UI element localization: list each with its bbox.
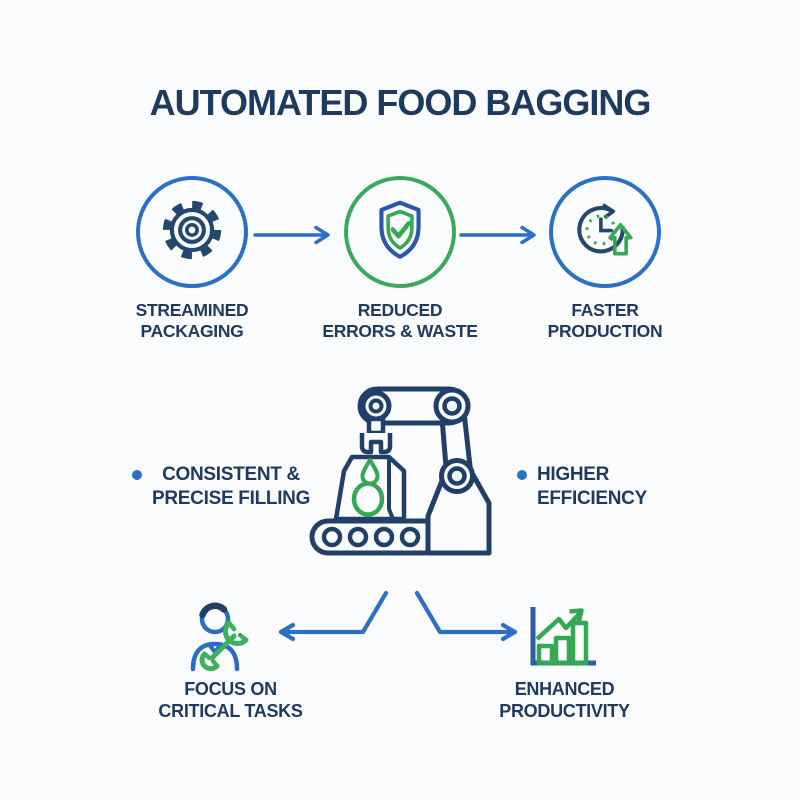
step-circle xyxy=(344,176,456,288)
robot-arm-bagging-icon xyxy=(300,383,500,563)
arrow-right-icon xyxy=(458,222,542,253)
benefit-higher-efficiency: HIGHER EFFICIENCY xyxy=(517,463,647,511)
benefit-label: HIGHER EFFICIENCY xyxy=(537,464,647,509)
step-label: REDUCED ERRORS & WASTE xyxy=(322,300,478,341)
process-step-faster-production: FASTER PRODUCTION xyxy=(510,176,700,341)
outcome-label-focus: FOCUS ON CRITICAL TASKS xyxy=(158,679,303,721)
bullet-icon xyxy=(132,470,142,480)
clock-speed-up-icon xyxy=(572,197,638,268)
bullet-icon xyxy=(517,470,527,480)
step-circle xyxy=(549,176,661,288)
step-label: FASTER PRODUCTION xyxy=(547,300,663,341)
step-circle xyxy=(136,176,248,288)
benefit-consistent-filling: CONSISTENT & PRECISE FILLING xyxy=(132,463,310,511)
process-step-reduced-errors: REDUCED ERRORS & WASTE xyxy=(305,176,495,341)
shield-check-icon xyxy=(367,197,433,268)
process-step-streamlined-packaging: STREAMINED PACKAGING xyxy=(97,176,287,341)
branch-arrows-icon xyxy=(265,585,525,650)
arrow-right-icon xyxy=(252,222,336,253)
outcome-label-productivity: ENHANCED PRODUCTIVITY xyxy=(499,679,630,721)
page-title: AUTOMATED FOOD BAGGING xyxy=(149,82,652,123)
benefit-label: CONSISTENT & PRECISE FILLING xyxy=(152,464,311,509)
step-label: STREAMINED PACKAGING xyxy=(135,300,249,341)
gear-icon xyxy=(159,197,225,268)
technician-wrench-icon xyxy=(185,597,265,677)
growth-chart-icon xyxy=(518,599,603,676)
